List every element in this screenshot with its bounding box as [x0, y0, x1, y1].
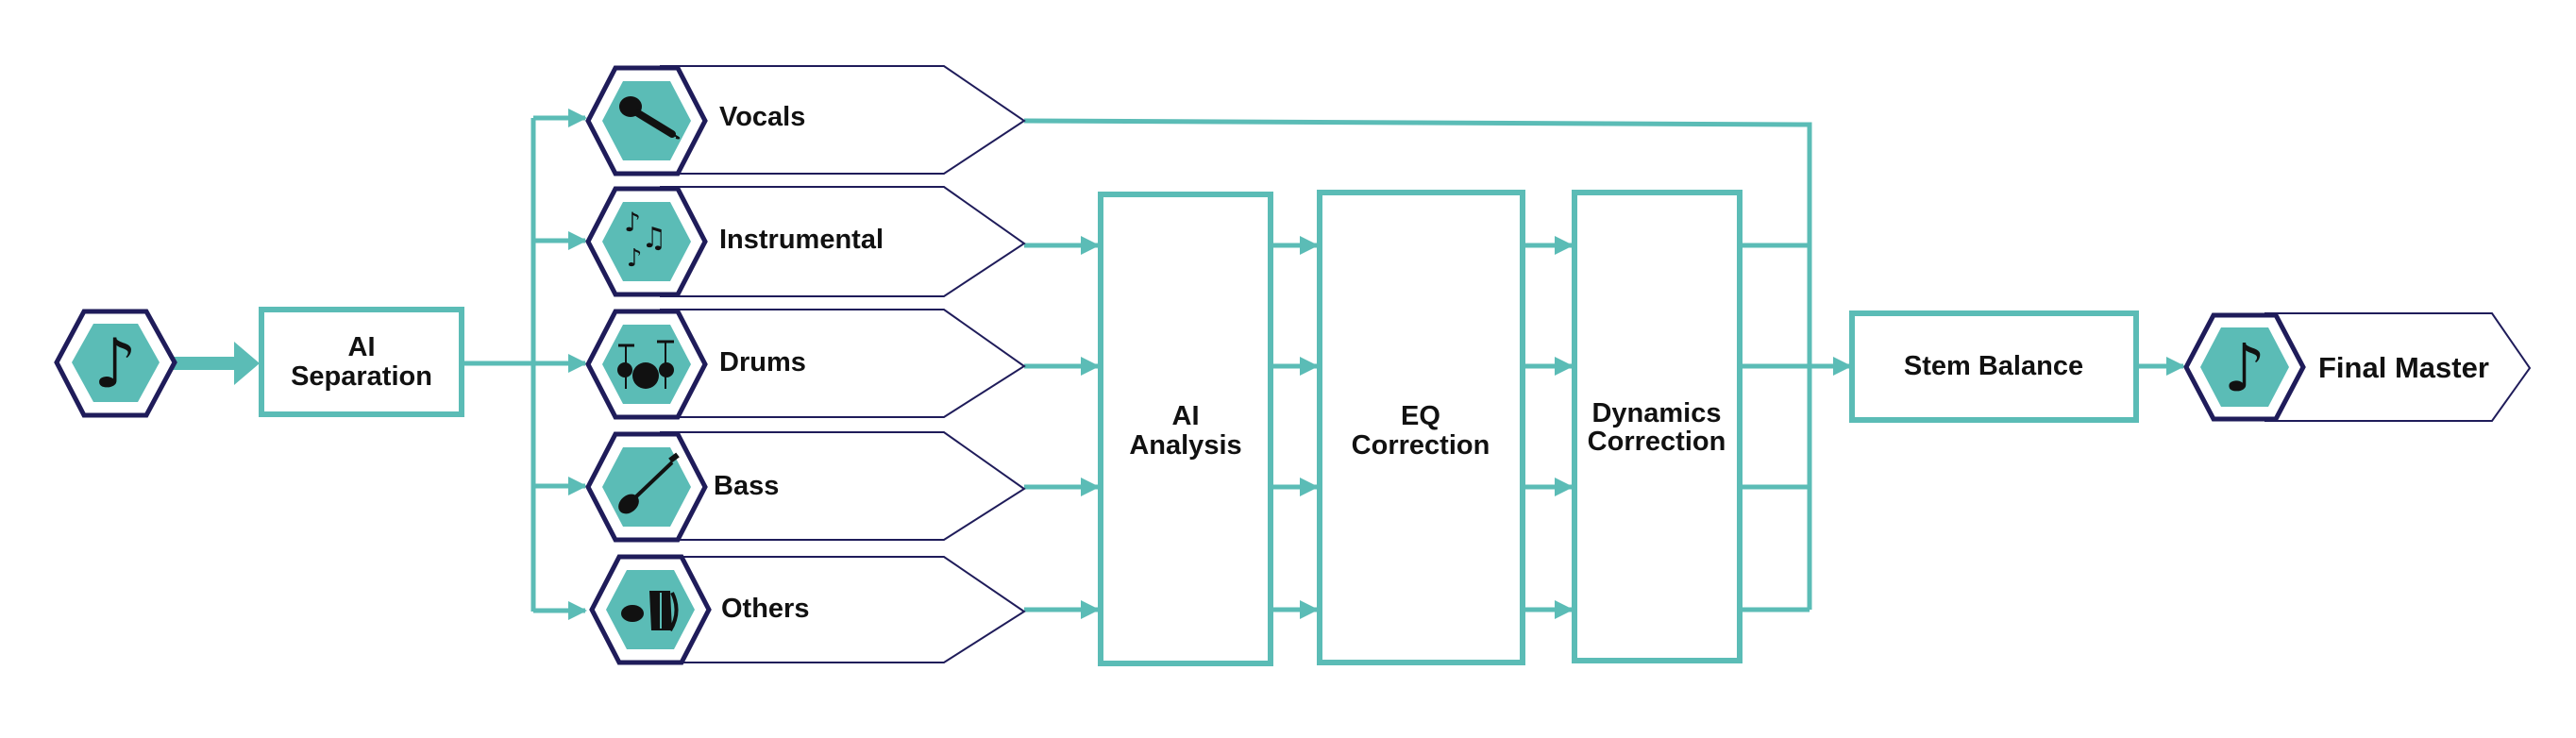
- stem-label-bass: Bass: [714, 471, 779, 501]
- separation-label-line1: AI: [348, 332, 376, 362]
- eq-label-line2: Correction: [1352, 430, 1490, 461]
- stem-balance-label: Stem Balance: [1904, 351, 2083, 381]
- analysis-box: AI Analysis: [1098, 192, 1273, 666]
- input-hex-fill: [72, 324, 160, 402]
- input-to-separation-arrowhead: [234, 342, 260, 385]
- vocals-bypass-line: [1023, 118, 1812, 610]
- stem-label-vocals: Vocals: [719, 102, 805, 132]
- stem-vocals: Vocals: [585, 65, 1026, 176]
- svg-text:♪: ♪: [627, 244, 643, 273]
- stem-bass: Bass: [585, 431, 1026, 543]
- analysis-label-line2: Analysis: [1129, 430, 1241, 461]
- stem-balance-box: Stem Balance: [1849, 310, 2139, 423]
- drum-kit-icon: [617, 340, 674, 389]
- stem-label-drums: Drums: [719, 347, 806, 377]
- eq-label-line1: EQ: [1401, 401, 1440, 431]
- stem-label-instrumental: Instrumental: [719, 225, 884, 255]
- dynamics-box: Dynamics Correction: [1572, 190, 1743, 663]
- analysis-label-line1: AI: [1172, 401, 1200, 431]
- stem-drums: Drums: [585, 309, 1026, 420]
- svg-text:♪: ♪: [624, 207, 641, 238]
- stem-others: Others: [589, 554, 1026, 665]
- input-node: ♪: [54, 309, 177, 418]
- final-master-node: ♪ Final Master: [2183, 312, 2532, 422]
- svg-text:♫: ♫: [642, 222, 667, 255]
- instruments-icon: [621, 591, 679, 632]
- bass-guitar-icon: [618, 452, 680, 514]
- dynamics-label-line1: Dynamics: [1591, 398, 1721, 428]
- separation-box: AI Separation: [259, 307, 464, 417]
- final-music-note-icon: ♪: [2224, 329, 2266, 407]
- stem-instrumental: ♪ ♫ ♪ Instrumental: [585, 186, 1026, 297]
- music-note-icon: ♪: [93, 324, 137, 403]
- microphone-icon: [619, 96, 681, 140]
- separation-label-line2: Separation: [291, 361, 432, 392]
- stem-label-others: Others: [721, 594, 809, 624]
- connectors: [170, 109, 2185, 620]
- final-master-label: Final Master: [2318, 351, 2489, 384]
- dynamics-label-line2: Correction: [1588, 427, 1726, 457]
- eq-box: EQ Correction: [1317, 190, 1525, 665]
- music-notes-icon: ♪ ♫ ♪: [624, 207, 666, 273]
